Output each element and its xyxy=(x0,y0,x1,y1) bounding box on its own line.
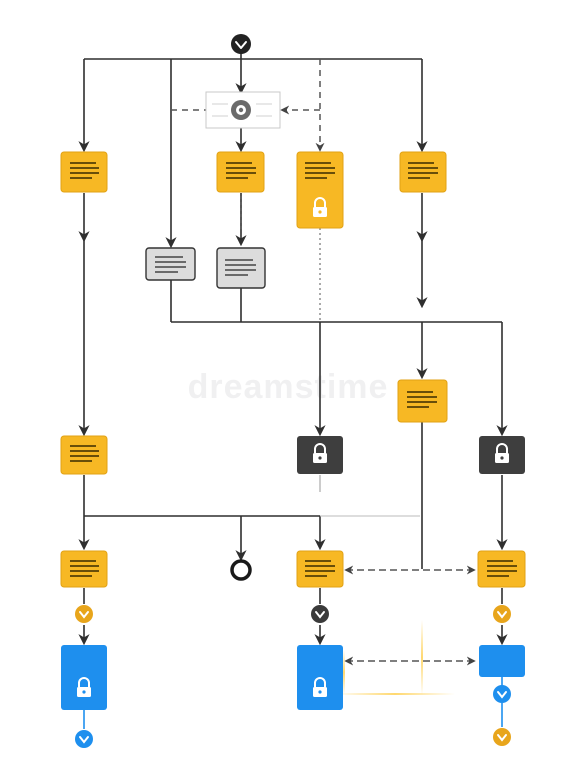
node-a3[interactable] xyxy=(60,550,108,588)
node-d1[interactable] xyxy=(399,151,447,193)
lock-node-c[interactable] xyxy=(297,436,343,474)
node-b1[interactable] xyxy=(216,151,265,193)
blue-node-e[interactable] xyxy=(479,645,525,677)
process-node[interactable] xyxy=(205,91,281,129)
grey-node-2[interactable] xyxy=(216,247,266,289)
connector-lines xyxy=(78,52,508,729)
node-c2[interactable] xyxy=(296,550,344,588)
chevron-down-icon xyxy=(497,734,507,742)
chevron-down-icon xyxy=(79,611,89,619)
connector-gold-a[interactable] xyxy=(75,605,93,623)
dashed-lines xyxy=(171,59,476,666)
padlock-icon xyxy=(313,677,327,697)
padlock-icon xyxy=(77,677,91,697)
node-a1[interactable] xyxy=(60,151,108,193)
glow-accent-horizontal xyxy=(335,693,455,695)
glow-accent-vertical-1 xyxy=(421,620,423,695)
connector-blue-e[interactable] xyxy=(493,685,511,703)
padlock-icon xyxy=(495,443,509,463)
blue-node-c-locked[interactable] xyxy=(297,645,343,710)
chevron-down-icon xyxy=(497,611,507,619)
down-chevron-circle-icon xyxy=(235,41,247,49)
text-lines-icon xyxy=(226,162,256,179)
lock-node-d[interactable] xyxy=(479,436,525,474)
text-lines-icon xyxy=(70,162,99,179)
end-connector-blue-a[interactable] xyxy=(75,730,93,748)
padlock-icon xyxy=(313,197,327,217)
text-lines-icon xyxy=(408,162,438,179)
text-lines-icon xyxy=(305,560,335,577)
end-node[interactable] xyxy=(230,559,252,581)
connector-dark-c[interactable] xyxy=(311,605,329,623)
connector-gold-e[interactable] xyxy=(493,605,511,623)
node-d2[interactable] xyxy=(397,379,448,423)
glow-accent-vertical-2 xyxy=(343,650,345,695)
node-a2[interactable] xyxy=(60,435,108,475)
chevron-down-icon xyxy=(497,691,507,699)
grey-node-1[interactable] xyxy=(145,247,196,281)
chevron-down-icon xyxy=(315,611,325,619)
text-lines-icon xyxy=(155,256,186,273)
gear-icon xyxy=(231,100,251,120)
start-node[interactable] xyxy=(231,34,251,54)
chevron-down-icon xyxy=(79,736,89,744)
node-c1-locked[interactable] xyxy=(296,151,344,229)
node-e1[interactable] xyxy=(477,550,526,588)
glow-accents xyxy=(335,620,455,695)
blue-node-a-locked[interactable] xyxy=(61,645,107,710)
text-lines-icon xyxy=(70,560,99,577)
text-lines-icon xyxy=(305,162,335,179)
text-lines-icon xyxy=(487,560,517,577)
text-lines-icon xyxy=(225,259,256,276)
end-connector-gold-e[interactable] xyxy=(493,728,511,746)
text-lines-icon xyxy=(407,391,437,408)
padlock-icon xyxy=(313,443,327,463)
text-lines-icon xyxy=(70,445,99,462)
